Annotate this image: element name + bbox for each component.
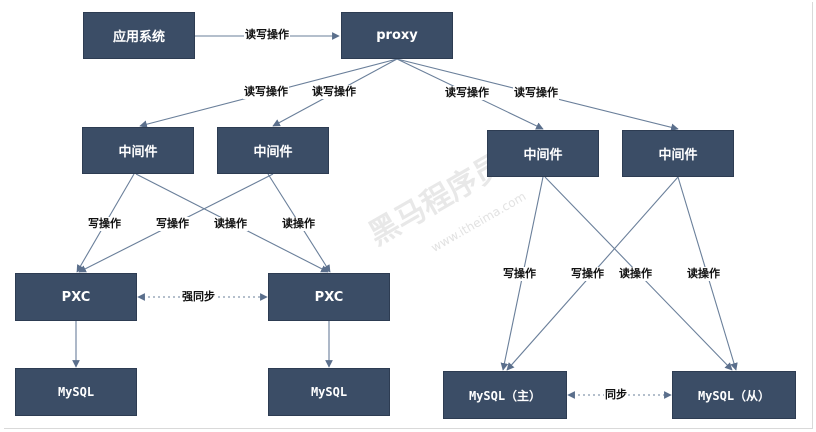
label-proxy-to-mw2: 读写操作 xyxy=(311,85,357,99)
middleware-node-1: 中间件 xyxy=(82,127,194,174)
middleware-node-4: 中间件 xyxy=(622,130,734,177)
label-left-read-1: 读操作 xyxy=(213,217,248,231)
label-left-write-1: 写操作 xyxy=(87,217,122,231)
label-proxy-to-mw4: 读写操作 xyxy=(513,86,559,100)
middleware-node-3: 中间件 xyxy=(487,130,599,177)
mysql-master-node: MySQL（主） xyxy=(443,371,567,419)
label-proxy-to-mw1: 读写操作 xyxy=(243,85,289,99)
label-left-write-2: 写操作 xyxy=(155,217,190,231)
mysql-node-1: MySQL xyxy=(15,368,137,416)
label-strong-sync: 强同步 xyxy=(181,290,216,304)
label-right-write-2: 写操作 xyxy=(570,267,605,281)
mysql-node-2: MySQL xyxy=(268,368,390,416)
pxc-node-2: PXC xyxy=(268,273,390,321)
label-app-to-proxy: 读写操作 xyxy=(244,28,290,42)
label-right-read-2: 读操作 xyxy=(686,267,721,281)
mysql-slave-node: MySQL（从） xyxy=(672,371,796,419)
label-proxy-to-mw3: 读写操作 xyxy=(444,86,490,100)
label-sync: 同步 xyxy=(604,388,628,402)
label-left-read-2: 读操作 xyxy=(281,217,316,231)
pxc-node-1: PXC xyxy=(15,273,137,321)
proxy-node: proxy xyxy=(341,12,453,59)
label-right-read-1: 读操作 xyxy=(618,267,653,281)
label-right-write-1: 写操作 xyxy=(502,267,537,281)
middleware-node-2: 中间件 xyxy=(217,127,329,174)
app-system-node: 应用系统 xyxy=(83,12,195,59)
